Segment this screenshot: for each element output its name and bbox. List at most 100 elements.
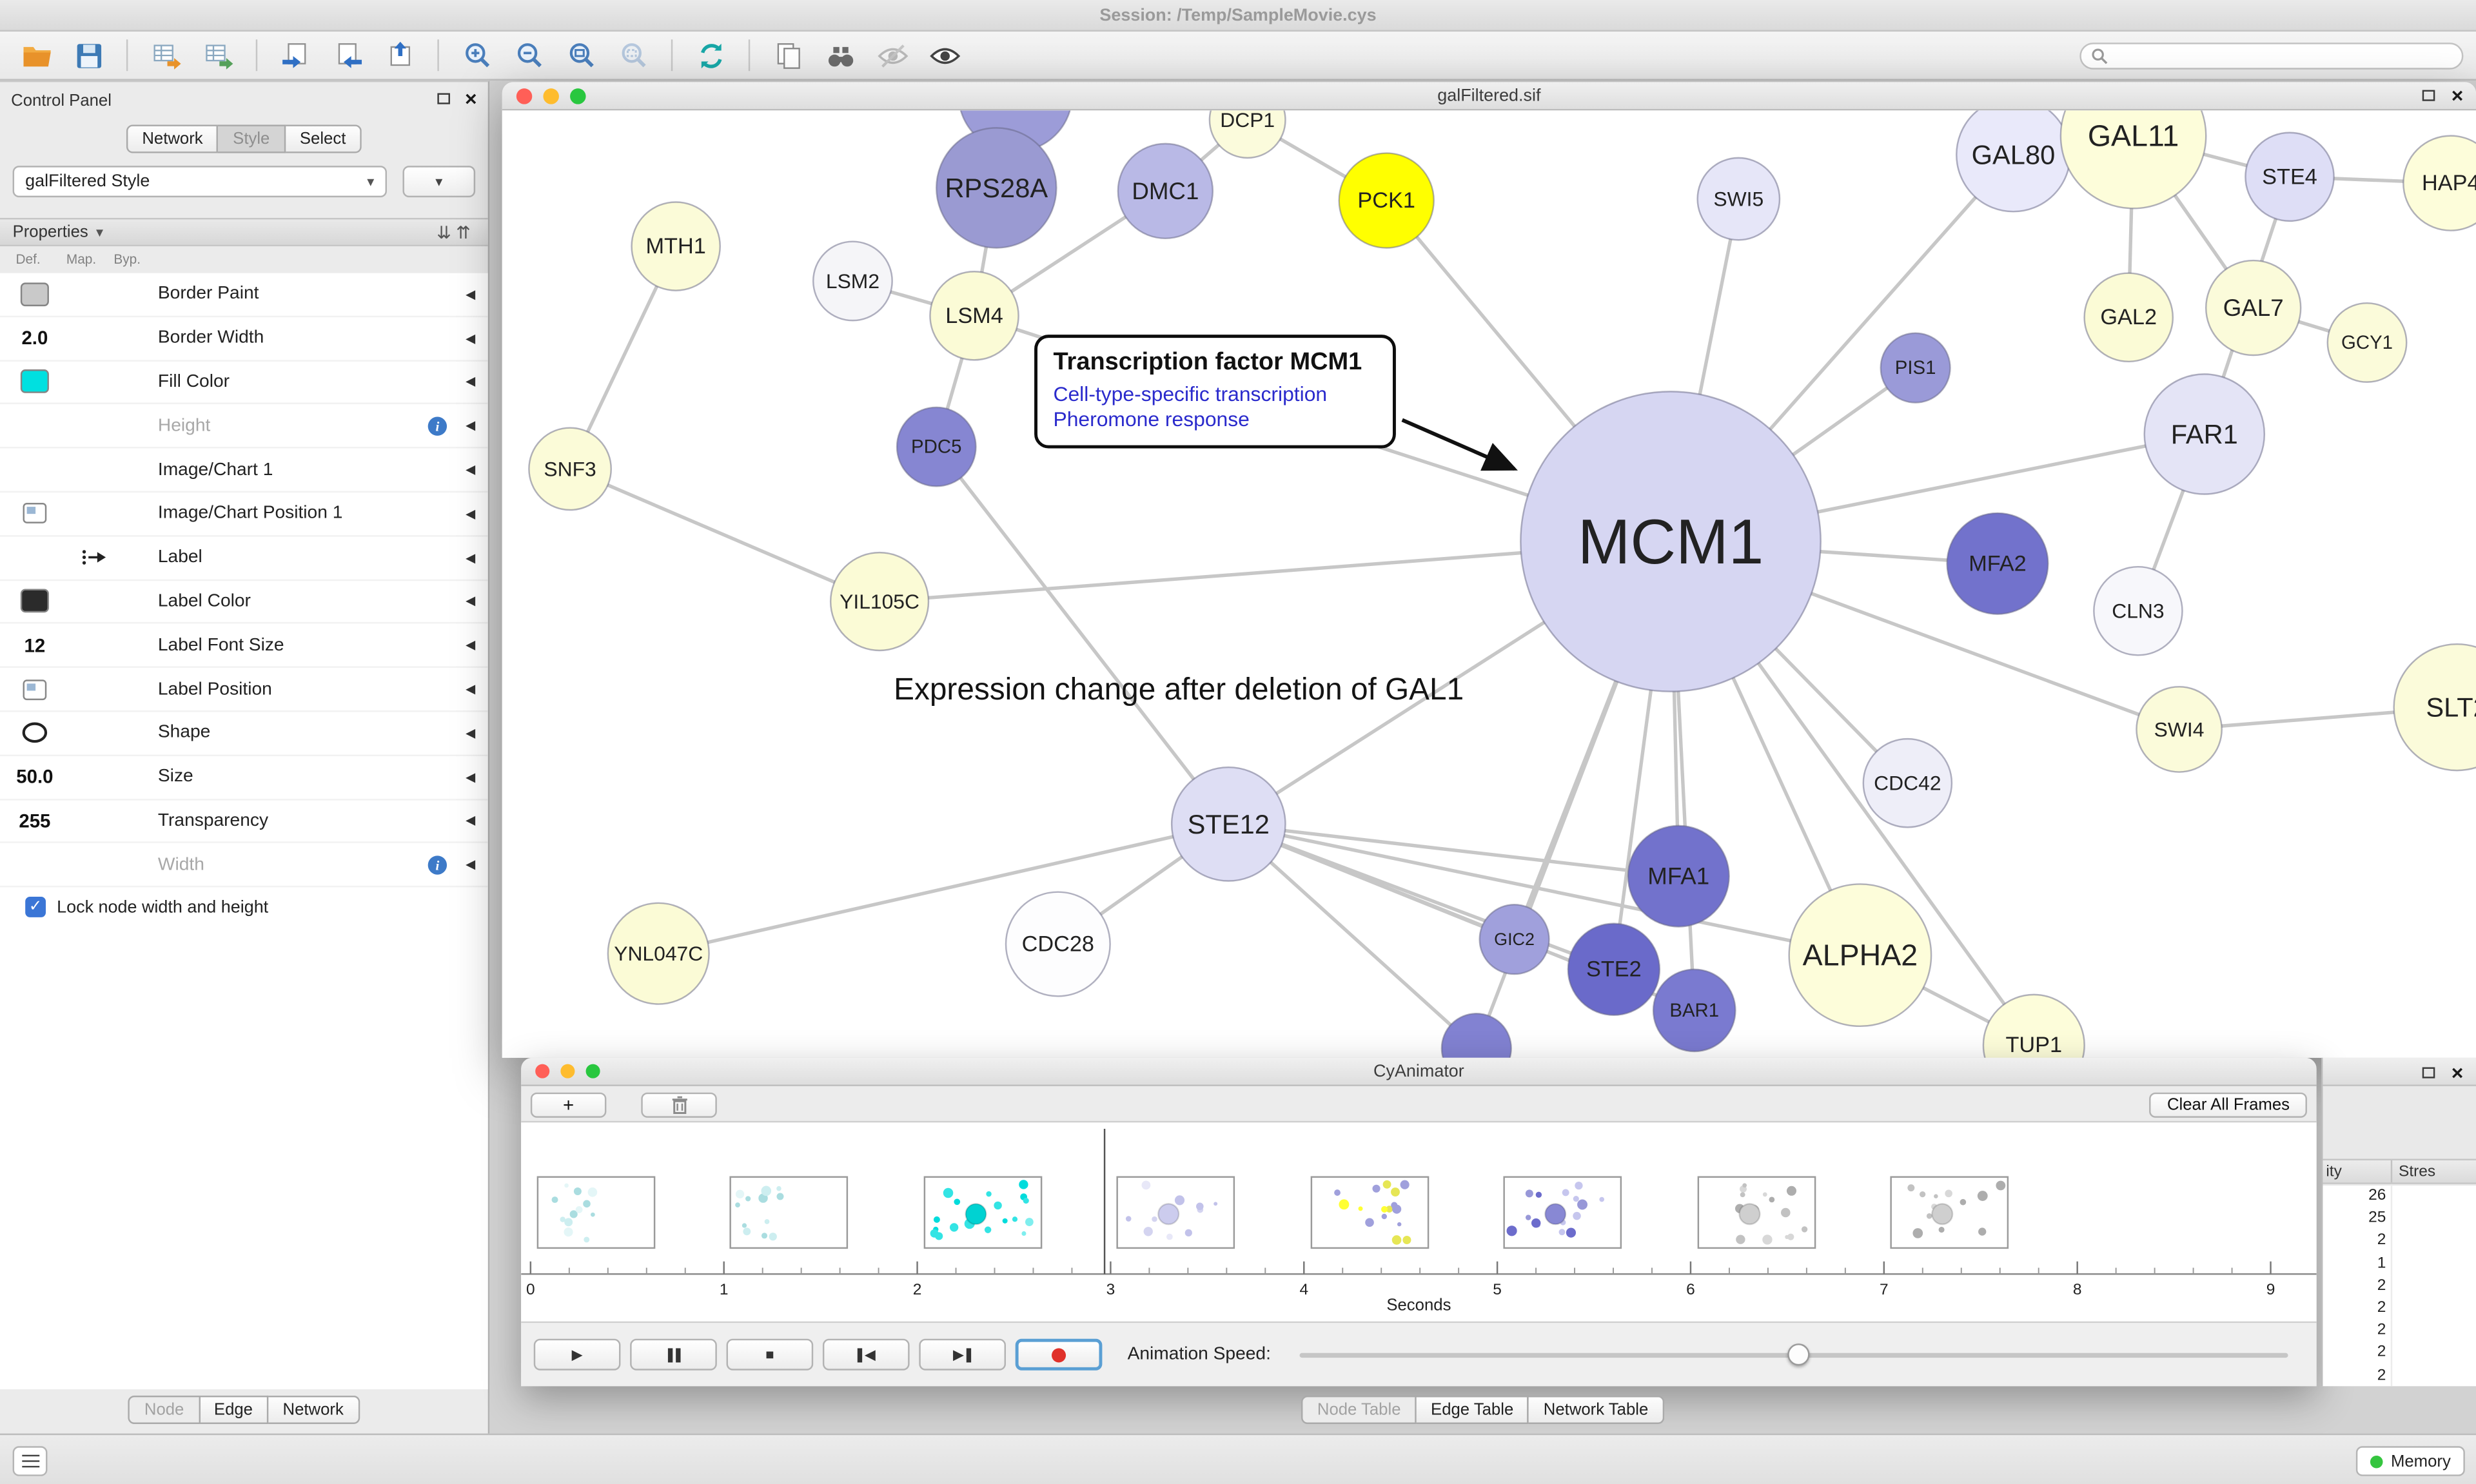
float-panel-icon[interactable] <box>2422 90 2436 101</box>
open-session-button[interactable] <box>13 35 60 76</box>
record-button[interactable] <box>1015 1338 1103 1371</box>
export-network-button[interactable] <box>324 35 371 76</box>
animation-frame-thumbnail[interactable] <box>1117 1176 1235 1249</box>
show-details-button[interactable] <box>921 35 968 76</box>
node-gal2[interactable]: GAL2 <box>2083 272 2174 363</box>
column-header[interactable]: Stres <box>2398 1162 2436 1180</box>
node-lsm4[interactable]: LSM4 <box>929 270 1019 361</box>
properties-header[interactable]: Properties ▾ ⇊⇈ <box>0 217 488 247</box>
zoom-selected-button[interactable] <box>609 35 656 76</box>
skip-to-start-button[interactable]: ◀ <box>822 1338 910 1371</box>
float-panel-icon[interactable] <box>438 93 451 104</box>
panel-menu-button[interactable] <box>12 1446 48 1476</box>
lock-size-checkbox[interactable]: ✓ <box>25 897 46 917</box>
node-alpha2[interactable]: ALPHA2 <box>1788 883 1932 1028</box>
node-cdc42[interactable]: CDC42 <box>1862 737 1953 828</box>
node-gcy1[interactable]: GCY1 <box>2326 302 2408 383</box>
import-network-file-button[interactable] <box>142 35 189 76</box>
table-row[interactable]: 2 <box>2323 1297 2476 1320</box>
node-mfa2[interactable]: MFA2 <box>1946 512 2049 615</box>
hide-details-button[interactable] <box>869 35 916 76</box>
table-row[interactable]: 25 <box>2323 1207 2476 1231</box>
edge[interactable] <box>658 822 1229 955</box>
node-pis1[interactable]: PIS1 <box>1880 332 1951 404</box>
expand-arrow-icon[interactable]: ◀ <box>466 462 476 477</box>
pause-button[interactable] <box>630 1338 717 1371</box>
expand-arrow-icon[interactable]: ◀ <box>466 638 476 653</box>
node-lsm2[interactable]: LSM2 <box>812 240 893 322</box>
skip-to-end-button[interactable]: ▶ <box>919 1338 1006 1371</box>
close-panel-icon[interactable]: × <box>2451 83 2464 108</box>
cyanimator-titlebar[interactable]: CyAnimator <box>521 1057 2317 1086</box>
import-network-button[interactable] <box>271 35 319 76</box>
property-row[interactable]: Label Color◀ <box>0 580 488 625</box>
table-row[interactable]: 26 <box>2323 1186 2476 1208</box>
expand-arrow-icon[interactable]: ◀ <box>466 550 476 565</box>
table-row[interactable]: 2 <box>2323 1230 2476 1253</box>
property-row[interactable]: Shape◀ <box>0 712 488 756</box>
node-dmc1[interactable]: DMC1 <box>1117 142 1214 240</box>
timeline-playhead[interactable] <box>1103 1129 1106 1274</box>
animation-frame-thumbnail[interactable] <box>1310 1176 1429 1249</box>
node-gal11[interactable]: GAL11 <box>2059 110 2207 210</box>
import-table-file-button[interactable] <box>194 35 241 76</box>
find-button[interactable] <box>816 35 863 76</box>
float-panel-icon[interactable] <box>2422 1067 2436 1079</box>
export-image-button[interactable] <box>376 35 423 76</box>
node-ste2[interactable]: STE2 <box>1567 923 1661 1016</box>
expand-arrow-icon[interactable]: ◀ <box>466 418 476 433</box>
tab-network-table[interactable]: Network Table <box>1529 1395 1664 1424</box>
node-cln3[interactable]: CLN3 <box>2093 565 2183 656</box>
node-rps28a[interactable]: RPS28A <box>936 127 1057 249</box>
node-ste4[interactable]: STE4 <box>2245 132 2335 222</box>
maximize-window-button[interactable] <box>585 1064 600 1079</box>
node-pck1[interactable]: PCK1 <box>1338 152 1435 249</box>
expand-arrow-icon[interactable]: ◀ <box>466 506 476 521</box>
node-mcm1[interactable]: MCM1 <box>1520 391 1822 692</box>
search-box[interactable] <box>2079 41 2464 69</box>
property-row[interactable]: Image/Chart Position 1◀ <box>0 493 488 537</box>
node-mth1[interactable]: MTH1 <box>631 201 721 291</box>
animation-frame-thumbnail[interactable] <box>1696 1176 1816 1249</box>
node-swi5[interactable]: SWI5 <box>1696 157 1781 241</box>
annotation-box[interactable]: Transcription factor MCM1 Cell-type-spec… <box>1034 335 1396 449</box>
column-header[interactable]: ity <box>2323 1160 2393 1183</box>
animation-frame-thumbnail[interactable] <box>536 1176 656 1249</box>
style-dropdown[interactable]: galFiltered Style ▾ <box>12 166 387 198</box>
tab-node[interactable]: Node <box>128 1395 200 1424</box>
node-yil105c[interactable]: YIL105C <box>829 551 930 652</box>
close-window-button[interactable] <box>535 1064 550 1079</box>
close-window-button[interactable] <box>516 88 533 104</box>
animation-frame-thumbnail[interactable] <box>1503 1176 1622 1249</box>
tab-node-table[interactable]: Node Table <box>1301 1395 1417 1424</box>
node-dcp1[interactable]: DCP1 <box>1208 110 1286 159</box>
node-tup1[interactable]: TUP1 <box>1982 993 2085 1058</box>
animation-speed-slider[interactable] <box>1293 1339 2304 1371</box>
table-row[interactable]: 1 <box>2323 1253 2476 1276</box>
expand-arrow-icon[interactable]: ◀ <box>466 375 476 389</box>
property-row[interactable]: Label◀ <box>0 536 488 581</box>
copy-button[interactable] <box>764 35 811 76</box>
node-node_cut[interactable] <box>1440 1013 1512 1058</box>
table-row[interactable]: 2 <box>2323 1365 2476 1387</box>
node-snf3[interactable]: SNF3 <box>528 427 612 511</box>
add-frame-button[interactable]: + <box>530 1091 607 1117</box>
table-row[interactable]: 2 <box>2323 1275 2476 1298</box>
network-canvas[interactable]: RPS28BRPS28ADCP1DMC1PCK1SWI5GAL80GAL11ST… <box>502 110 2476 1058</box>
tab-edge[interactable]: Edge <box>199 1395 269 1424</box>
expand-arrow-icon[interactable]: ◀ <box>466 857 476 872</box>
node-cdc28[interactable]: CDC28 <box>1005 891 1111 997</box>
table-row[interactable]: 2 <box>2323 1320 2476 1343</box>
edge[interactable] <box>1228 822 1861 957</box>
node-gic2[interactable]: GIC2 <box>1479 904 1550 975</box>
animation-frame-thumbnail[interactable] <box>1890 1176 2009 1249</box>
expand-arrow-icon[interactable]: ◀ <box>466 814 476 828</box>
edge[interactable] <box>569 467 881 603</box>
play-button[interactable]: ▶ <box>533 1338 621 1371</box>
